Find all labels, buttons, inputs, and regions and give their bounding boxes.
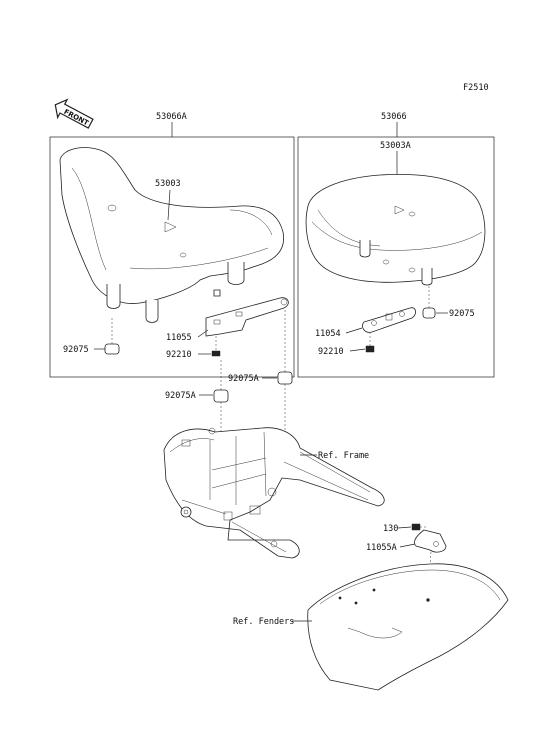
bolt-130 — [411, 523, 421, 531]
frame-damper-92075A-left — [213, 389, 229, 403]
diagram-code: F2510 — [463, 83, 489, 93]
label-53003: 53003 — [155, 179, 181, 189]
right-seat — [305, 174, 486, 286]
label-ref-frame: Ref. Frame — [318, 451, 369, 461]
frame — [163, 427, 385, 559]
right-damper-92075 — [422, 307, 436, 319]
label-11055A: 11055A — [366, 543, 397, 553]
right-group-box — [297, 136, 495, 378]
fender — [307, 563, 509, 691]
front-arrow-badge: FRONT — [54, 98, 94, 129]
right-bracket-11054 — [362, 307, 416, 333]
label-53066A: 53066A — [156, 112, 187, 122]
label-ref-fenders: Ref. Fenders — [233, 617, 294, 627]
left-seat — [59, 147, 285, 323]
label-92210-right: 92210 — [318, 347, 344, 357]
bracket-11055A — [414, 529, 447, 553]
label-92075A-right: 92075A — [228, 374, 259, 384]
label-53003A: 53003A — [380, 141, 411, 151]
left-bracket-11055 — [205, 289, 289, 337]
label-130: 130 — [383, 524, 398, 534]
label-92075-right: 92075 — [449, 309, 475, 319]
frame-damper-92075A-right — [277, 371, 293, 385]
label-11054: 11054 — [315, 329, 341, 339]
label-53066: 53066 — [381, 112, 407, 122]
label-92075A-left: 92075A — [165, 391, 196, 401]
left-damper-92075 — [104, 343, 120, 355]
right-bolt-92210 — [365, 345, 375, 353]
label-92210-left: 92210 — [166, 350, 192, 360]
label-92075-left: 92075 — [63, 345, 89, 355]
left-bolt-92210 — [211, 350, 221, 357]
label-11055: 11055 — [166, 333, 192, 343]
